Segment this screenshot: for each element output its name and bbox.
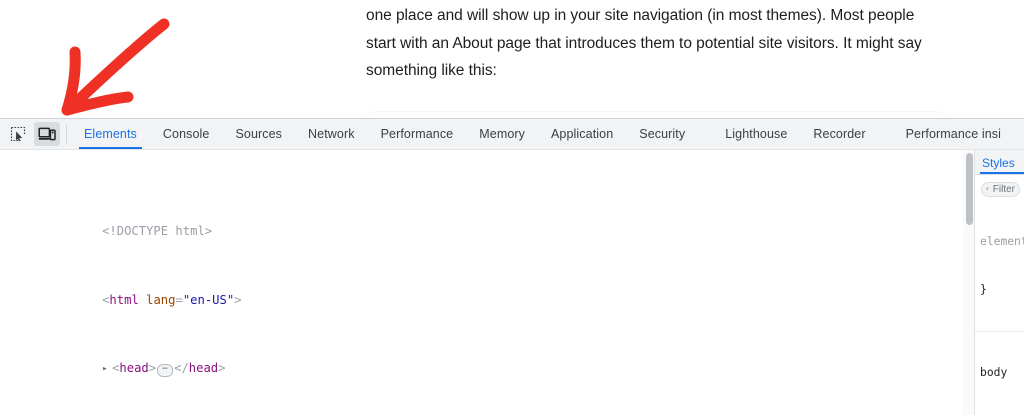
tab-network[interactable]: Network — [308, 127, 355, 141]
styles-filter-placeholder: Filter — [992, 183, 1015, 195]
page-paragraph: one place and will show up in your site … — [366, 7, 922, 79]
expand-triangle-icon[interactable]: ▸ — [102, 364, 108, 375]
devtools-window: Elements Console Sources Network Perform… — [0, 118, 1024, 415]
dom-tree-scrollbar-thumb[interactable] — [966, 153, 974, 225]
tab-security[interactable]: Security — [639, 127, 686, 141]
styles-sidebar-tabbar: Styles — [975, 150, 1024, 175]
tab-application[interactable]: Application — [551, 127, 614, 141]
css-close-brace: } — [980, 283, 987, 296]
dom-tree: <!DOCTYPE html> <html lang="en-US"> ▸<he… — [0, 150, 974, 415]
dom-tree-scrollbar-track[interactable] — [963, 150, 975, 415]
tab-recorder[interactable]: Recorder — [813, 127, 866, 141]
tab-console[interactable]: Console — [162, 127, 210, 141]
browser-viewport: one place and will show up in your site … — [0, 0, 1024, 118]
css-selector[interactable]: body — [980, 366, 1008, 379]
css-rule-divider — [975, 331, 1024, 332]
tab-styles[interactable]: Styles — [975, 156, 1024, 174]
dom-line[interactable]: <!DOCTYPE html> — [0, 206, 974, 238]
inspect-element-button[interactable] — [5, 122, 31, 146]
tab-performance-insights[interactable]: Performance insi — [905, 127, 1002, 141]
styles-filter-input[interactable]: Filter — [981, 181, 1020, 197]
styles-rule-list: element.style } body > :where(...) .alig… — [975, 200, 1024, 415]
tab-sources[interactable]: Sources — [235, 127, 283, 141]
doctype-text: <!DOCTYPE html> — [102, 223, 213, 238]
devtools-panel-body: <!DOCTYPE html> <html lang="en-US"> ▸<he… — [0, 150, 1024, 415]
devtools-tabbar: Elements Console Sources Network Perform… — [0, 119, 1024, 150]
toolbar-divider — [66, 125, 67, 143]
inspect-element-icon — [10, 126, 26, 142]
styles-filter-row: Filter — [975, 175, 1024, 200]
dom-line[interactable]: ▸<head>⋯</head> — [0, 343, 974, 378]
dom-line[interactable]: <html lang="en-US"> — [102, 292, 242, 307]
styles-sidebar: Styles Filter element.style } body > — [974, 150, 1024, 415]
tab-lighthouse[interactable]: Lighthouse — [725, 127, 788, 141]
css-selector[interactable]: element.style — [980, 235, 1024, 248]
tab-elements[interactable]: Elements — [71, 119, 150, 149]
device-toolbar-icon — [38, 127, 56, 141]
devtools-tab-list: Elements Console Sources Network Perform… — [71, 119, 1024, 149]
device-toolbar-toggle-button[interactable] — [34, 122, 60, 146]
devtools-tool-icons — [0, 119, 64, 149]
collapsed-children-badge[interactable]: ⋯ — [157, 364, 174, 378]
tab-memory[interactable]: Memory — [479, 127, 525, 141]
dom-tree-pane[interactable]: <!DOCTYPE html> <html lang="en-US"> ▸<he… — [0, 150, 975, 415]
tab-performance[interactable]: Performance — [380, 127, 454, 141]
viewport-left-margin — [0, 0, 366, 118]
page-quote-card — [366, 112, 946, 118]
funnel-icon — [986, 187, 989, 191]
